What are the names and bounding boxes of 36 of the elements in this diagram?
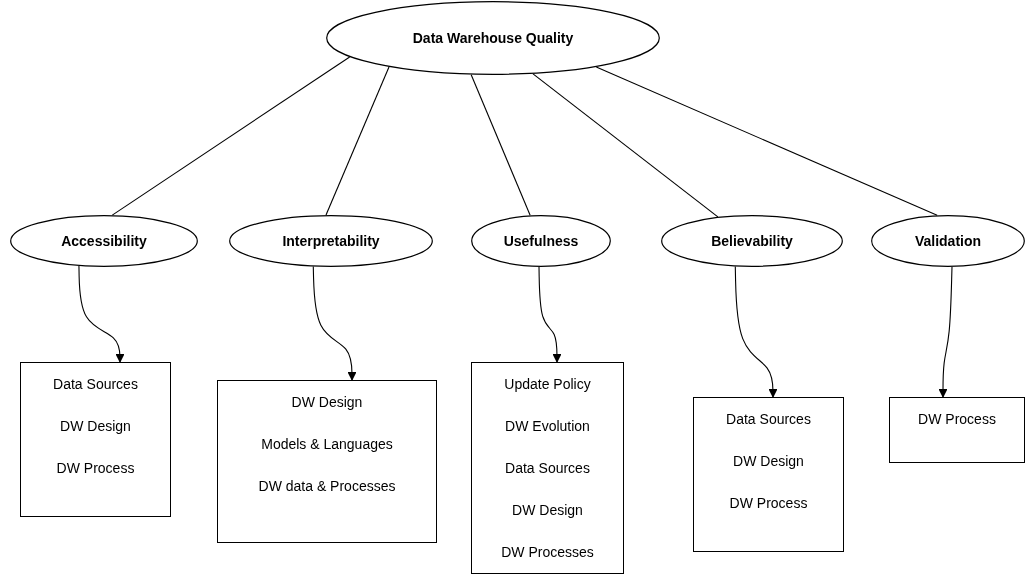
list-item-text: DW Evolution — [505, 417, 590, 436]
curved-arrow — [734, 266, 778, 398]
list-item-text: DW Processes — [501, 543, 594, 562]
list-item-text: DW Process — [918, 410, 996, 429]
node-label: Data Warehouse Quality — [412, 30, 574, 46]
list-item-text: Data Sources — [726, 410, 811, 429]
text-box — [20, 362, 171, 517]
node-label: Accessibility — [61, 233, 147, 249]
node-label: Believability — [711, 233, 793, 249]
list-item-text: Models & Languages — [261, 435, 393, 454]
list-item-text: DW Process — [729, 494, 808, 513]
list-item-text: Data Sources — [53, 375, 138, 394]
connector-line — [532, 73, 719, 218]
connector-line — [111, 56, 351, 216]
node-label: Interpretability — [282, 233, 380, 249]
text-box — [889, 397, 1025, 463]
list-item-text: Data Sources — [505, 459, 590, 478]
curved-arrow — [312, 266, 357, 381]
connector-line — [325, 66, 390, 216]
list-item-text: DW Design — [512, 501, 583, 520]
curved-arrow — [538, 266, 562, 363]
text-box — [471, 362, 624, 574]
list-item-text: DW Design — [60, 417, 131, 436]
list-item-text: Update Policy — [504, 375, 591, 394]
list-item-text: DW Process — [56, 459, 135, 478]
connector-line — [595, 66, 938, 216]
node-label: Usefulness — [503, 233, 579, 249]
list-item-text: DW Design — [733, 452, 804, 471]
list-item-text: DW data & Processes — [258, 477, 396, 496]
connector-line — [470, 74, 531, 216]
curved-arrow — [938, 266, 953, 398]
list-item-text: DW Design — [291, 393, 363, 412]
text-box — [217, 380, 437, 543]
node-label: Validation — [914, 233, 982, 249]
curved-arrow — [78, 265, 125, 363]
text-box — [693, 397, 844, 552]
